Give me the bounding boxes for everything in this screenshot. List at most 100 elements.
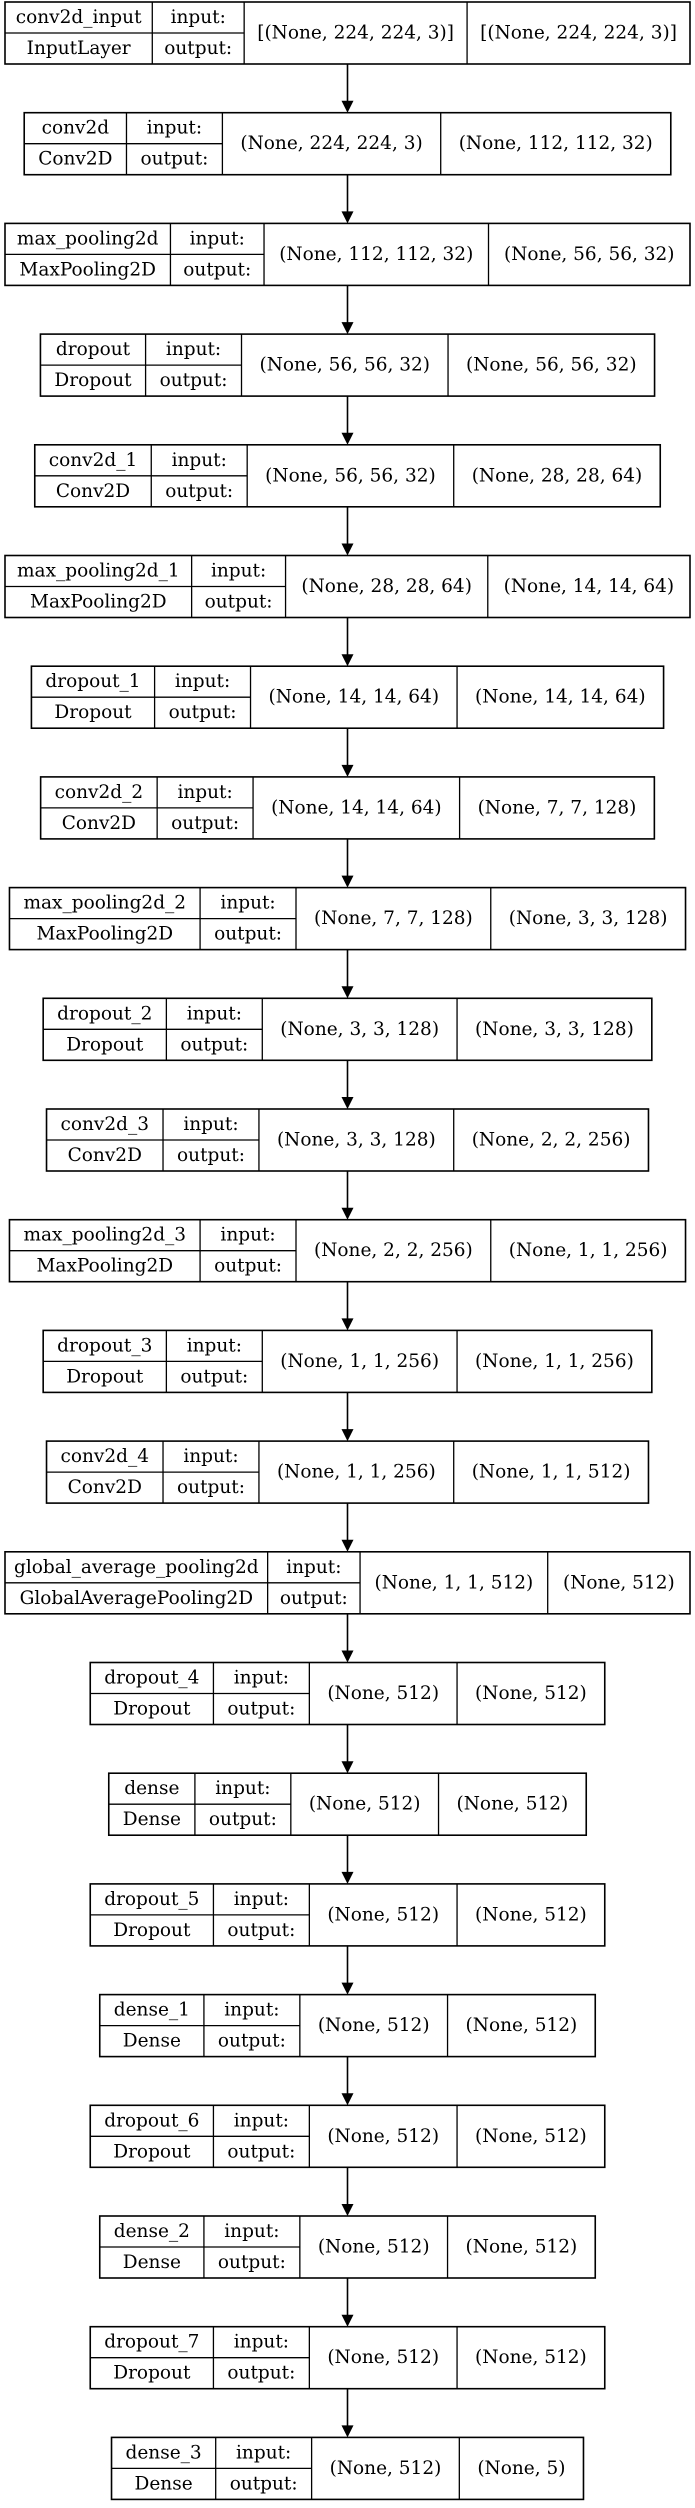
layer-type: Dropout — [113, 2141, 191, 2162]
output-label: output: — [180, 1034, 248, 1055]
input-label: input: — [172, 450, 227, 471]
input-label: input: — [166, 339, 221, 360]
output-label: output: — [171, 813, 239, 834]
arrow-head-icon — [341, 875, 354, 888]
input-label: input: — [187, 1003, 242, 1024]
output-label: output: — [183, 259, 251, 280]
layer-name: dropout_5 — [104, 1889, 199, 1910]
input-shape: (None, 512) — [330, 2458, 442, 2479]
layer-type: MaxPooling2D — [30, 592, 167, 613]
layer-name: conv2d_1 — [49, 450, 138, 471]
output-label: output: — [177, 1477, 245, 1498]
output-label: output: — [218, 2031, 286, 2052]
input-shape: (None, 1, 1, 512) — [374, 1572, 533, 1593]
layer-type: Dense — [123, 2252, 181, 2273]
input-shape: (None, 3, 3, 128) — [277, 1130, 436, 1151]
input-shape: (None, 112, 112, 32) — [279, 244, 473, 265]
layer-name: dense_3 — [126, 2442, 202, 2463]
arrow-head-icon — [341, 543, 354, 556]
output-shape: (None, 2, 2, 256) — [472, 1130, 631, 1151]
input-label: input: — [220, 1225, 275, 1246]
input-shape: (None, 512) — [327, 2126, 439, 2147]
input-label: input: — [234, 1889, 289, 1910]
input-shape: (None, 3, 3, 128) — [280, 1019, 439, 1040]
layer-type: Dense — [123, 2031, 181, 2052]
layer-name: dropout — [56, 339, 131, 360]
output-label: output: — [209, 1809, 277, 1830]
output-label: output: — [177, 1145, 245, 1166]
input-label: input: — [224, 2221, 279, 2242]
input-label: input: — [234, 2332, 289, 2353]
output-shape: (None, 56, 56, 32) — [466, 355, 637, 376]
output-label: output: — [214, 924, 282, 945]
arrow-head-icon — [341, 1539, 354, 1552]
layer-name: dropout_4 — [104, 1668, 199, 1689]
layer-name: max_pooling2d_3 — [23, 1225, 186, 1246]
layer-name: dense — [124, 1778, 179, 1799]
layer-type: MaxPooling2D — [36, 1256, 173, 1277]
input-shape: (None, 512) — [309, 1794, 421, 1815]
input-label: input: — [211, 561, 266, 582]
input-label: input: — [183, 1114, 238, 1135]
layer-type: Conv2D — [68, 1145, 142, 1166]
layer-type: Dense — [123, 1809, 181, 1830]
arrow-head-icon — [341, 2314, 354, 2327]
layer-name: max_pooling2d — [17, 228, 159, 249]
output-shape: [(None, 224, 224, 3)] — [480, 23, 677, 44]
output-label: output: — [280, 1588, 348, 1609]
input-shape: (None, 512) — [327, 2347, 439, 2368]
output-shape: (None, 56, 56, 32) — [504, 244, 675, 265]
input-label: input: — [234, 1668, 289, 1689]
layer-type: Conv2D — [38, 149, 112, 170]
output-shape: (None, 1, 1, 256) — [475, 1351, 634, 1372]
layer-type: GlobalAveragePooling2D — [20, 1588, 253, 1609]
input-shape: (None, 512) — [318, 2237, 430, 2258]
layer-name: conv2d_2 — [55, 782, 144, 803]
layer-name: conv2d — [42, 118, 110, 139]
output-label: output: — [165, 481, 233, 502]
output-label: output: — [227, 1920, 295, 1941]
layer-type: Dropout — [54, 702, 132, 723]
layer-type: InputLayer — [27, 38, 131, 59]
input-shape: (None, 512) — [327, 1904, 439, 1925]
arrow-head-icon — [341, 1318, 354, 1331]
arrow-head-icon — [341, 1982, 354, 1995]
input-shape: (None, 2, 2, 256) — [314, 1240, 473, 1261]
output-label: output: — [140, 149, 208, 170]
input-label: input: — [187, 1335, 242, 1356]
layer-name: dropout_7 — [104, 2332, 199, 2353]
input-shape: (None, 512) — [327, 1683, 439, 1704]
output-label: output: — [227, 2363, 295, 2384]
layer-node-border — [98, 1993, 597, 2058]
output-shape: (None, 512) — [466, 2015, 578, 2036]
layer-type: MaxPooling2D — [36, 924, 173, 945]
output-shape: (None, 14, 14, 64) — [504, 576, 675, 597]
layer-node: max_pooling2d_1MaxPooling2Dinput:output:… — [4, 554, 691, 619]
layer-name: conv2d_4 — [61, 1446, 150, 1467]
output-shape: (None, 112, 112, 32) — [459, 133, 653, 154]
output-shape: (None, 512) — [475, 1904, 587, 1925]
arrow-head-icon — [341, 2425, 354, 2438]
output-shape: (None, 1, 1, 256) — [509, 1240, 668, 1261]
input-shape: (None, 224, 224, 3) — [240, 133, 422, 154]
output-shape: (None, 5) — [477, 2458, 565, 2479]
arrow-head-icon — [341, 100, 354, 113]
input-shape: (None, 14, 14, 64) — [269, 687, 440, 708]
input-shape: (None, 512) — [318, 2015, 430, 2036]
arrow-head-icon — [341, 764, 354, 777]
input-shape: [(None, 224, 224, 3)] — [257, 23, 454, 44]
arrow-head-icon — [341, 986, 354, 999]
output-label: output: — [160, 370, 228, 391]
input-label: input: — [171, 7, 226, 28]
output-label: output: — [227, 1699, 295, 1720]
layer-type: Dense — [135, 2473, 193, 2494]
layer-node: conv2d_inputInputLayerinput:output:[(Non… — [4, 1, 691, 65]
